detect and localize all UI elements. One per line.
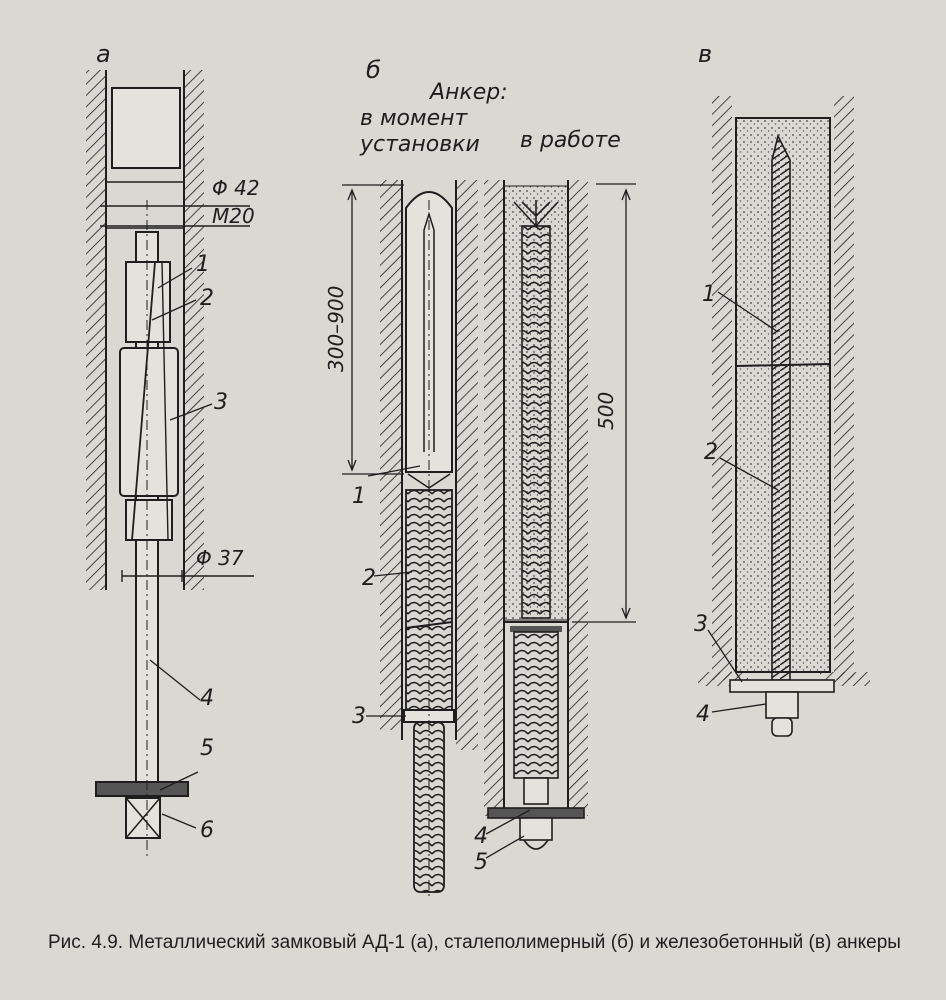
installation-label-line2: установки	[360, 132, 480, 157]
length-range-label: 300–900	[324, 285, 348, 372]
drawing-b-working	[484, 180, 636, 859]
wedge-shell-middle-a	[119, 347, 179, 497]
drawing-a	[86, 70, 254, 860]
rebar-c	[771, 133, 791, 681]
nut-b	[519, 817, 553, 841]
anchor-title: Анкер:	[430, 80, 508, 105]
threaded-rod-working	[521, 225, 551, 619]
drawing-b-installation	[342, 180, 478, 900]
bearing-plate-b	[487, 807, 585, 819]
length-500-label: 500	[594, 391, 618, 430]
callout-b-3: 3	[352, 704, 366, 729]
working-label: в работе	[520, 128, 621, 153]
thread-m20-label: M20	[212, 204, 255, 228]
callout-c-1: 1	[702, 282, 716, 307]
callout-a-6: 6	[200, 818, 214, 843]
panel-label-b: б	[366, 56, 381, 84]
callout-a-1: 1	[196, 252, 210, 277]
callout-a-4: 4	[200, 686, 214, 711]
panel-label-c: в	[698, 40, 713, 68]
diameter-37-label: Φ 37	[196, 546, 244, 570]
callout-c-4: 4	[696, 702, 710, 727]
hole-plug-a	[111, 87, 181, 169]
drawing-c	[698, 96, 870, 737]
callout-a-5: 5	[200, 736, 214, 761]
callout-b-1: 1	[352, 484, 366, 509]
callout-b-2: 2	[362, 566, 376, 591]
callout-a-2: 2	[200, 286, 214, 311]
bearing-plate-a	[95, 781, 189, 797]
resin-capsule-b	[405, 191, 453, 473]
rock-wall-right-a	[184, 70, 204, 590]
callout-b-5: 5	[474, 850, 488, 875]
bearing-plate-c	[729, 679, 835, 693]
panel-label-a: а	[96, 40, 111, 68]
callout-c-3: 3	[694, 612, 708, 637]
callout-c-2: 2	[704, 440, 718, 465]
callout-b-4: 4	[474, 824, 488, 849]
rock-wall-left-a	[86, 70, 106, 590]
installation-label-line1: в момент	[360, 106, 468, 131]
diameter-42-label: Φ 42	[212, 176, 260, 200]
nut-c	[765, 691, 799, 719]
callout-a-3: 3	[214, 390, 228, 415]
figure-caption: Рис. 4.9. Металлический замковый АД-1 (а…	[48, 932, 901, 953]
